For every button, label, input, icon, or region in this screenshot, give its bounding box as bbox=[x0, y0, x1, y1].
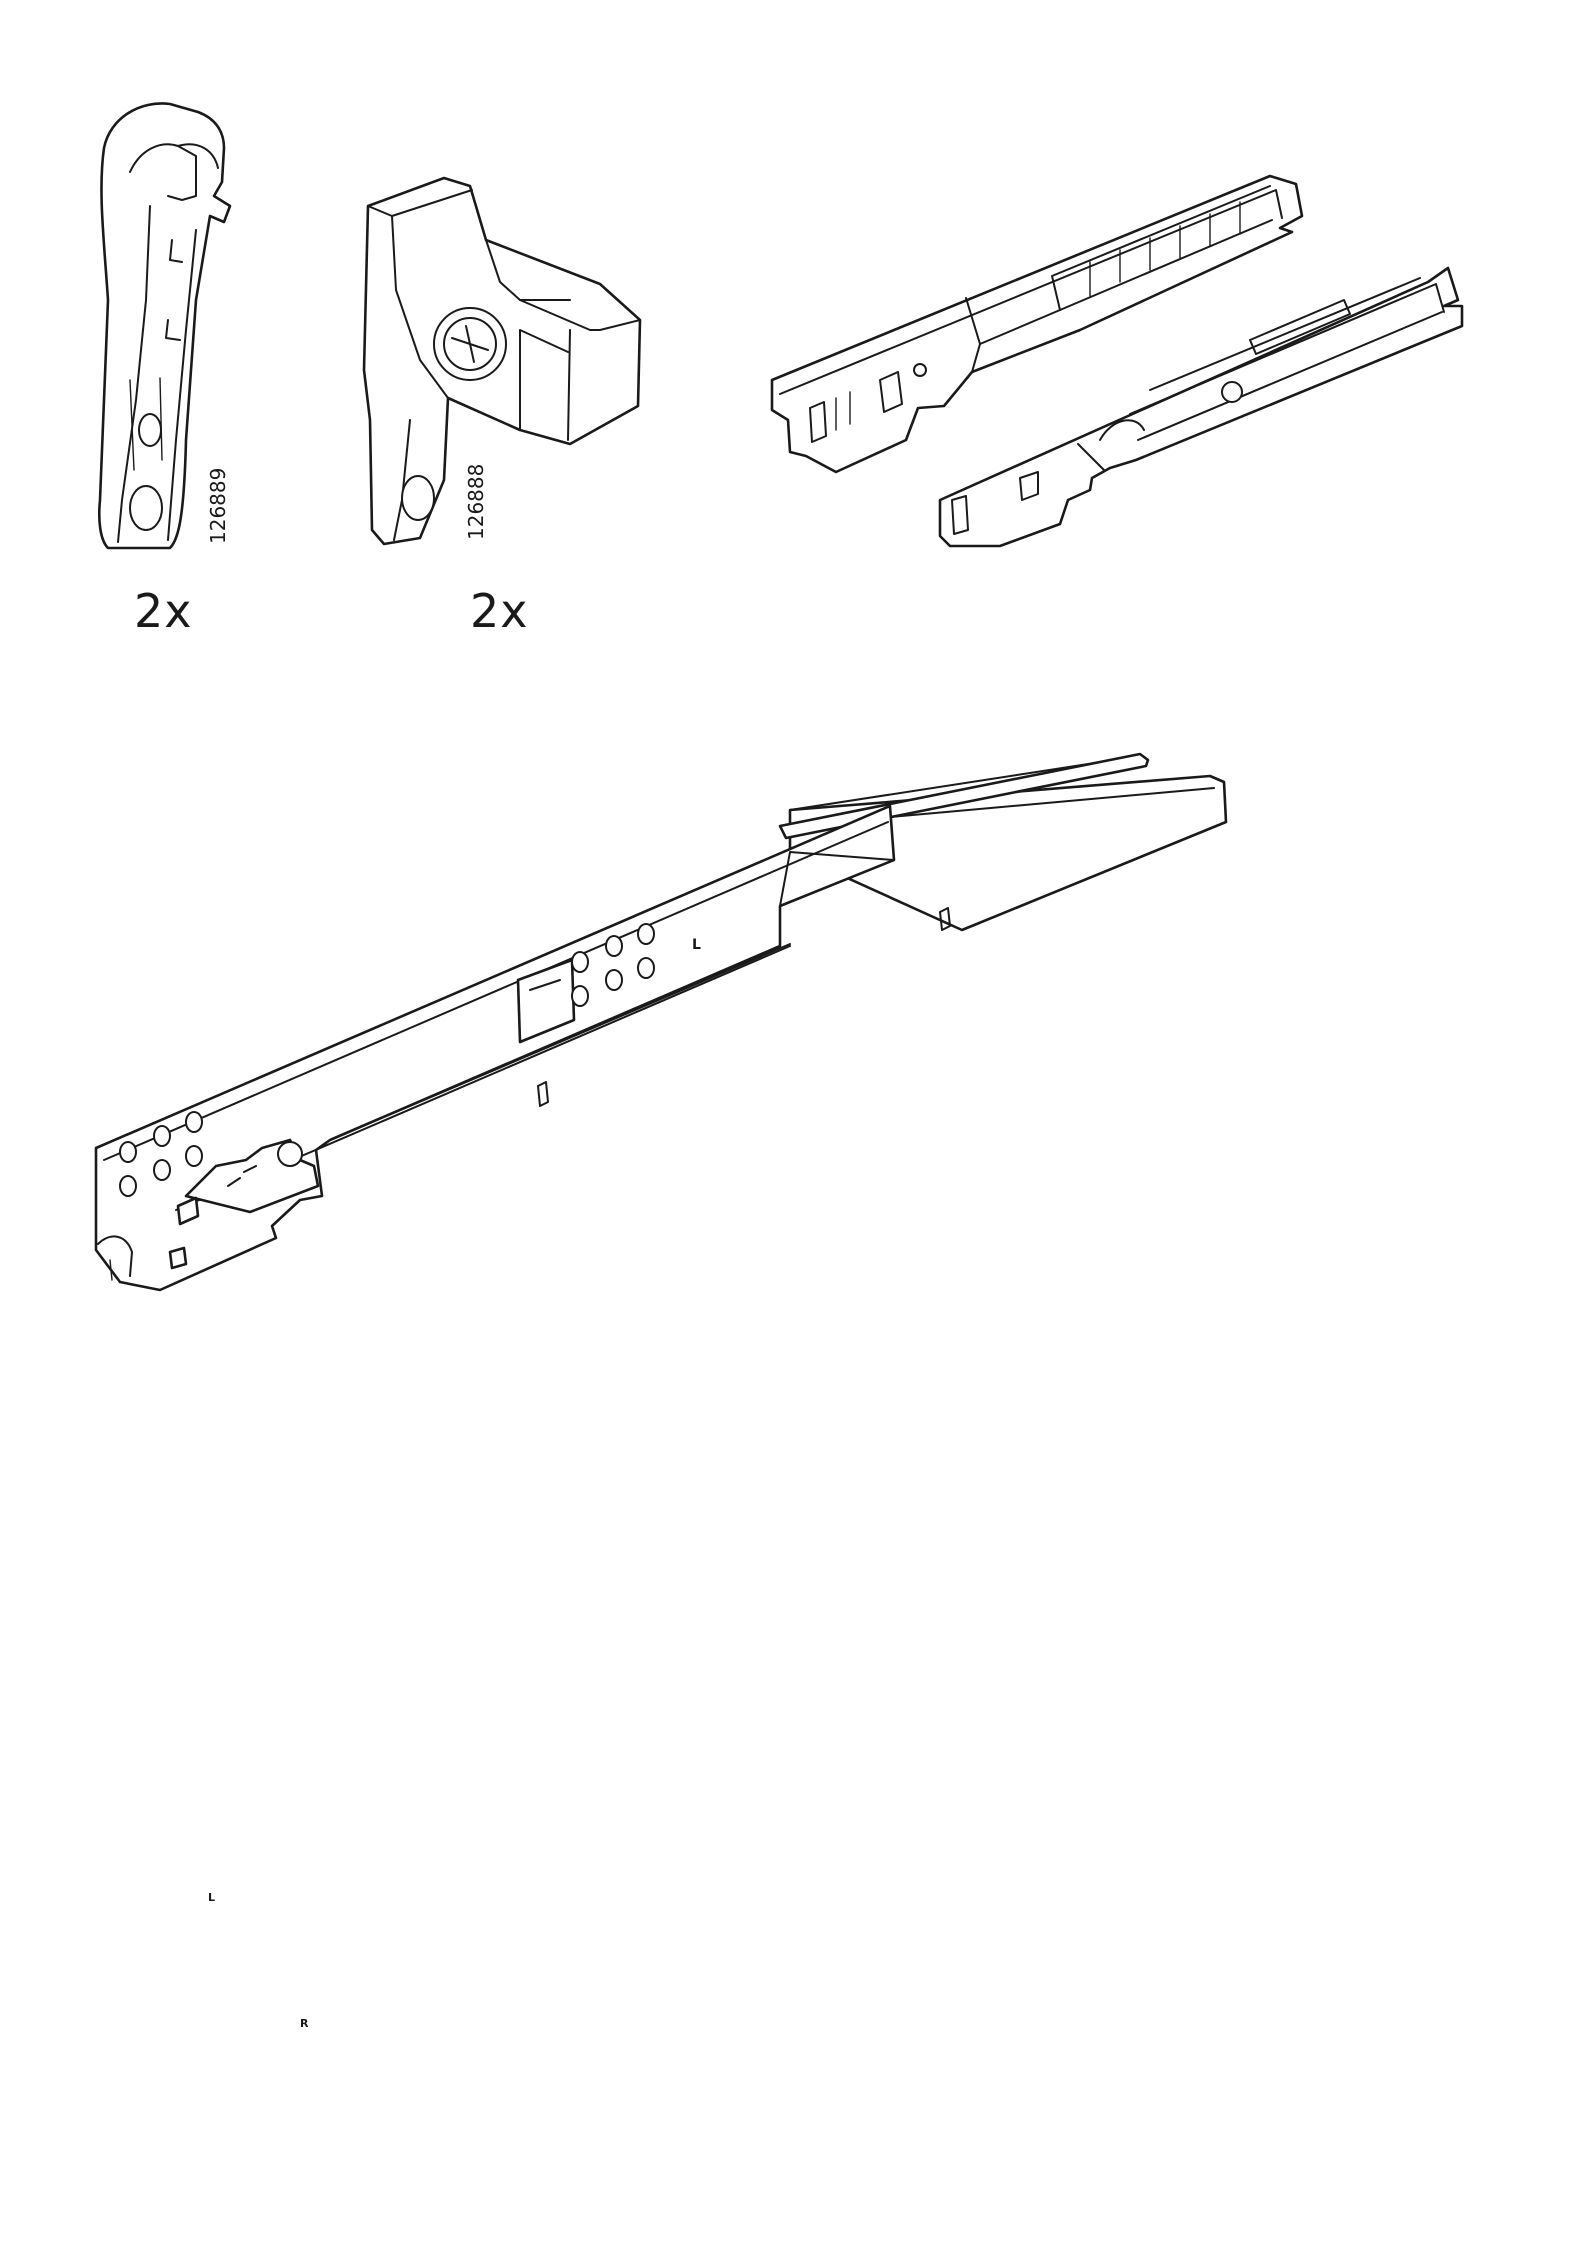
quantity-clip-b: 2x bbox=[470, 588, 529, 634]
quantity-clip-a: 2x bbox=[134, 588, 193, 634]
article-number-clip-b: 126888 bbox=[466, 464, 486, 540]
runner-side-mark-left: L bbox=[692, 938, 701, 952]
drawer-runner-icon bbox=[96, 754, 1226, 1290]
rod-side-mark-right: R bbox=[300, 2018, 308, 2029]
locking-device-icon bbox=[364, 178, 640, 544]
damper-icon bbox=[772, 176, 1302, 472]
rod-side-mark-left: L bbox=[208, 1892, 215, 1903]
article-number-clip-a: 126889 bbox=[208, 468, 228, 544]
